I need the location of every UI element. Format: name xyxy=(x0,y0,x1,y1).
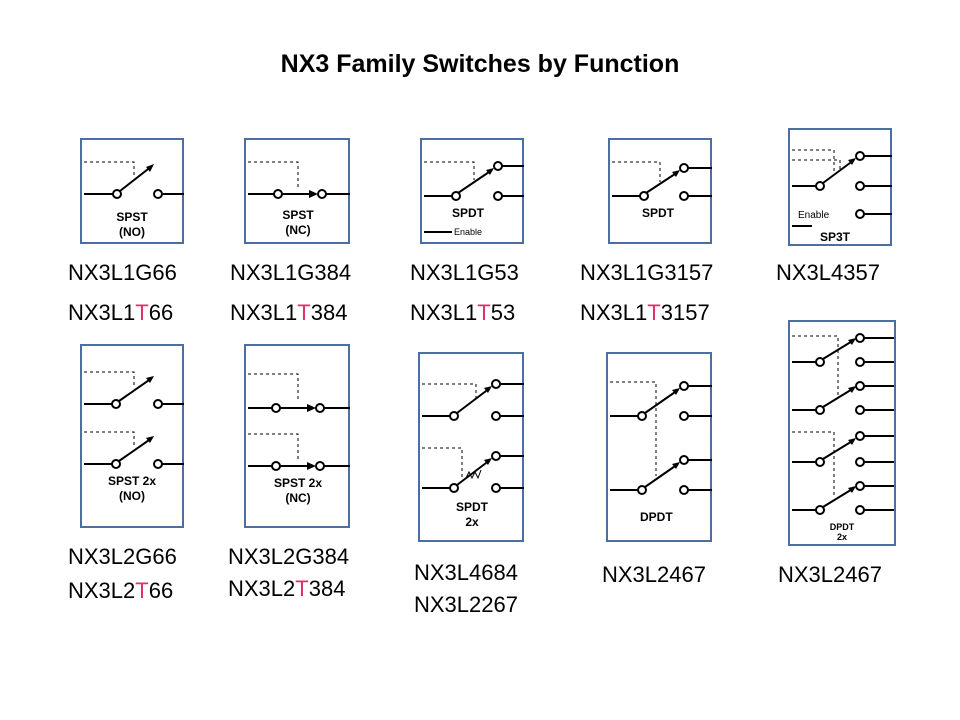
part-label: NX3L2T384 xyxy=(228,576,346,601)
spst-2x-no-schematic xyxy=(84,371,184,469)
spst-no-diagram: SPST(NO) xyxy=(80,138,184,244)
part-label: NX3L4684 xyxy=(414,560,518,585)
part-label: NX3L1G53 xyxy=(410,260,519,285)
part-label: NX3L2G384 xyxy=(228,544,350,569)
spst-2x-nc-schematic xyxy=(248,373,350,471)
caption: SPST(NC) xyxy=(282,208,314,237)
part-label: NX3L1G3157 xyxy=(580,260,714,285)
part-label: NX3L2467 xyxy=(778,562,882,587)
caption: SPST 2x(NO) xyxy=(107,474,157,503)
enable-label: Enable xyxy=(798,210,830,221)
part-label: NX3L1T66 xyxy=(68,300,174,325)
part-label: NX3L1G384 xyxy=(230,260,352,285)
enable-label: Enable xyxy=(454,227,483,237)
spdt-2x-schematic xyxy=(422,379,524,493)
part-label: NX3L2267 xyxy=(414,592,518,617)
dpdt-2x-schematic xyxy=(792,333,894,515)
spst-no-schematic xyxy=(84,161,184,199)
caption: SPDT xyxy=(452,206,485,220)
spst-2x-nc-diagram: SPST 2x(NC) xyxy=(244,344,350,528)
caption: SPST 2x(NC) xyxy=(273,476,323,505)
spst-nc-schematic xyxy=(248,161,350,199)
spdt-enable-diagram: SPDT Enable xyxy=(420,138,524,244)
spdt-schematic xyxy=(612,161,712,201)
caption: SPDT xyxy=(642,206,675,220)
caption: DPDT xyxy=(640,510,673,524)
part-label: NX3L1T53 xyxy=(410,300,516,325)
spdt-diagram: SPDT xyxy=(608,138,712,244)
sp3t-diagram: Enable SP3T xyxy=(788,128,892,246)
part-label: NX3L1T384 xyxy=(230,300,348,325)
part-label: NX3L1G66 xyxy=(68,260,177,285)
caption: SPST(NO) xyxy=(116,210,148,239)
spdt-enable-schematic xyxy=(424,161,524,233)
spst-2x-no-diagram: SPST 2x(NO) xyxy=(80,344,184,528)
part-label: NX3L2467 xyxy=(602,562,706,587)
caption: SP3T xyxy=(820,230,851,244)
dpdt-diagram: DPDT xyxy=(606,352,712,542)
dpdt-schematic xyxy=(610,381,712,495)
page-title: NX3 Family Switches by Function xyxy=(280,50,680,78)
part-label: NX3L2T66 xyxy=(68,578,174,603)
part-label: NX3L1T3157 xyxy=(580,300,710,325)
spst-nc-diagram: SPST(NC) xyxy=(244,138,350,244)
part-label: NX3L2G66 xyxy=(68,544,177,569)
sp3t-schematic xyxy=(792,149,892,227)
part-label: NX3L4357 xyxy=(776,260,880,285)
